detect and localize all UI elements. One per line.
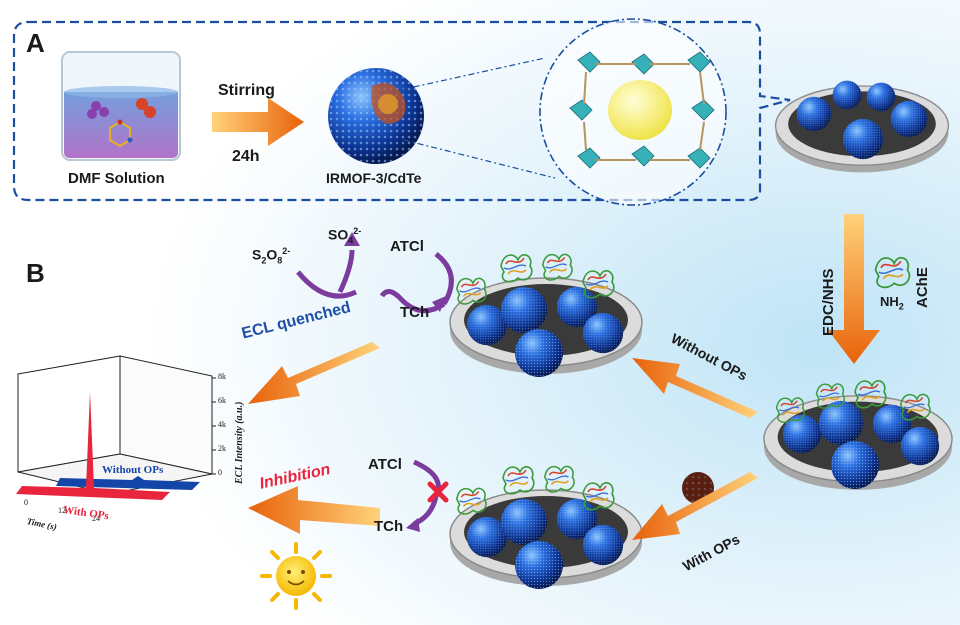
duration-label: 24h [232, 148, 260, 165]
chart-y-tick-6k: 6k [218, 396, 226, 405]
atcl-bottom-label: ATCl [368, 456, 402, 473]
blocked-cross-icon [427, 481, 449, 503]
chart-y-tick-8k: 8k [218, 372, 226, 381]
persulfate-base: S [252, 246, 262, 263]
beaker-illustration [61, 51, 181, 161]
panel-a-frame [12, 20, 791, 202]
tch-top-label: TCh [400, 304, 430, 321]
persulfate-label: S2O82- [252, 246, 290, 265]
sulfate-sub: 4 [348, 235, 354, 246]
atcl-top-label: ATCl [390, 238, 424, 255]
ecl-quenched-arrow [248, 342, 380, 404]
chart-x-tick-0: 0 [24, 498, 28, 507]
irmof-cdte-sphere [328, 68, 424, 164]
persulfate-sup: 2- [282, 246, 291, 256]
chart-y-tick-4k: 4k [218, 420, 226, 429]
without-ops-arrow [632, 358, 758, 418]
mof-crystal-zoom [539, 18, 727, 206]
inhibition-arrow [248, 486, 380, 534]
stirring-arrow [212, 98, 304, 146]
chart-y-tick-2k: 2k [218, 444, 226, 453]
persulfate-sub1: 2 [261, 255, 267, 266]
sulfate-sup: 2- [353, 226, 362, 236]
with-ops-arrow [632, 472, 758, 540]
legend-without-ops: Without OPs [102, 464, 164, 476]
persulfate-cycle [296, 249, 454, 314]
panel-b-label: B [26, 258, 45, 288]
chart-y-tick-0: 0 [218, 468, 222, 477]
sulfate-base: SO [328, 226, 349, 243]
chart-x-tick-12: 12 [58, 506, 66, 515]
chart-y-ticks [212, 377, 216, 475]
edc-nhs-arrow [828, 214, 880, 364]
persulfate-sub2: 8 [277, 255, 283, 266]
nh2-base: NH [880, 294, 899, 309]
tch-bottom-label: TCh [374, 518, 404, 535]
edc-nhs-label: EDC/NHS [820, 268, 837, 336]
panel-a-label: A [26, 28, 45, 58]
beaker-caption: DMF Solution [68, 170, 165, 187]
series-with-ops [16, 392, 170, 500]
persulfate-mid: O [266, 246, 278, 263]
irmof-cdte-caption: IRMOF-3/CdTe [326, 170, 422, 186]
ache-label: AChE [914, 267, 931, 308]
nh2-sub: 2 [898, 301, 904, 312]
ecl-chart-inset [17, 355, 213, 495]
sulfate-label: SO42- [328, 226, 361, 245]
chart-x-tick-24: 24 [92, 514, 100, 523]
sun-icon [260, 542, 332, 610]
nh2-label: NH2 [880, 294, 904, 312]
stirring-label: Stirring [218, 82, 275, 99]
chart-y-axis-label: ECL Intensity (a.u.) [234, 401, 245, 484]
